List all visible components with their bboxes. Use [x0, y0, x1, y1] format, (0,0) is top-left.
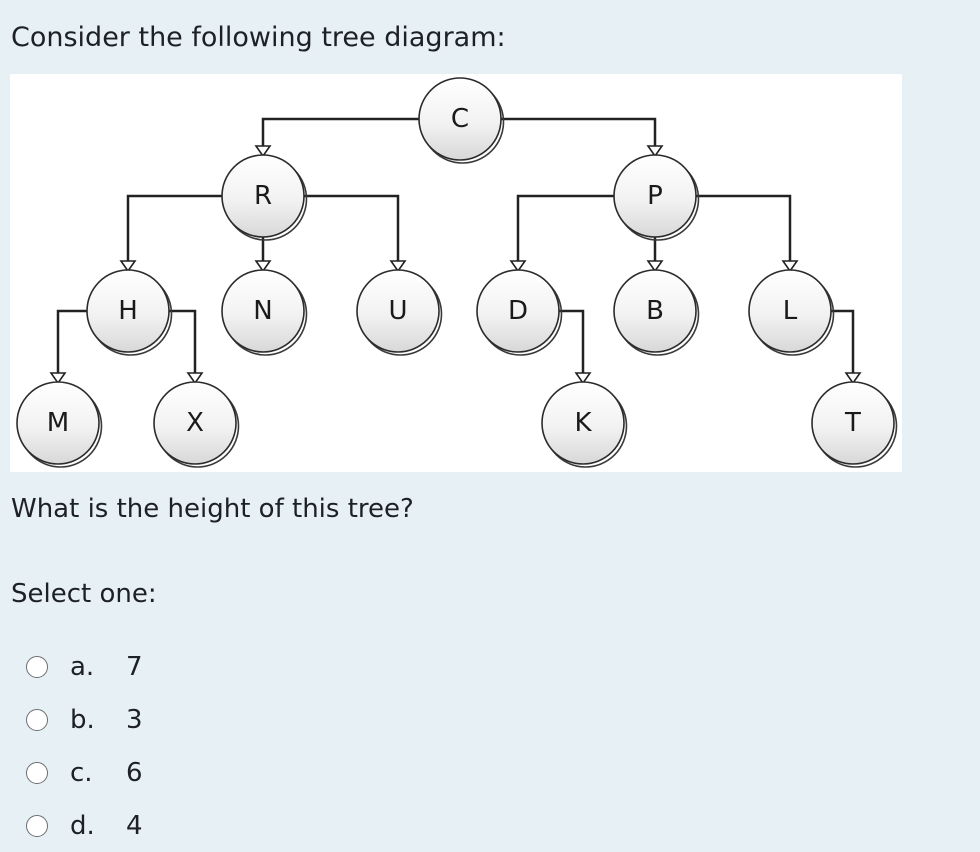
option-d-value: 4	[126, 810, 143, 841]
arrowhead-P-B	[646, 260, 664, 273]
option-b[interactable]: b. 3	[26, 693, 143, 746]
tree-node-n-circle	[221, 269, 305, 353]
tree-node-u-circle	[356, 269, 440, 353]
option-c-value: 6	[126, 757, 143, 788]
tree-node-u: U	[356, 269, 443, 356]
tree-node-k-label: K	[574, 408, 592, 438]
tree-node-r: R	[221, 154, 308, 241]
tree-node-h-label: H	[118, 296, 138, 326]
option-c-letter: c.	[70, 757, 93, 788]
question-intro: Consider the following tree diagram:	[11, 22, 506, 53]
tree-node-u-label: U	[388, 296, 407, 326]
tree-node-x-label: X	[186, 408, 204, 438]
edge-L-T	[831, 309, 855, 380]
tree-node-d-circle	[476, 269, 560, 353]
arrowhead-C-R	[254, 145, 272, 158]
arrowhead-C-P	[646, 145, 664, 158]
option-d-radio[interactable]	[26, 814, 48, 837]
tree-node-r-circle	[221, 154, 305, 238]
option-d-letter: d.	[70, 810, 95, 841]
tree-node-c-label: C	[451, 104, 469, 134]
tree-node-n-label: N	[253, 296, 272, 326]
edge-R-U	[304, 194, 400, 268]
arrowhead-R-N	[254, 260, 272, 273]
tree-node-c-circle	[418, 77, 502, 161]
tree-node-l-label: L	[783, 296, 798, 326]
arrowhead-L-T	[844, 372, 862, 385]
arrowhead-R-U	[389, 260, 407, 273]
tree-node-h: H	[86, 269, 173, 356]
option-d[interactable]: d. 4	[26, 799, 143, 852]
tree-node-t-circle	[811, 381, 895, 465]
question-prompt: What is the height of this tree?	[11, 494, 414, 524]
tree-node-p-circle	[613, 154, 697, 238]
tree-node-r-label: R	[254, 181, 272, 211]
tree-node-t-label: T	[844, 408, 861, 438]
tree-node-k-circle	[541, 381, 625, 465]
edge-R-H	[126, 194, 222, 268]
option-b-radio[interactable]	[26, 708, 48, 731]
arrowhead-P-D	[509, 260, 527, 273]
tree-node-p: P	[613, 154, 700, 241]
tree-node-k: K	[541, 381, 628, 468]
tree-node-m: M	[16, 381, 103, 468]
edge-D-K	[559, 309, 585, 380]
tree-node-m-circle	[16, 381, 100, 465]
tree-diagram-svg: C R P H N U D B L M X K T	[16, 77, 898, 468]
option-c-radio[interactable]	[26, 761, 48, 784]
tree-node-h-circle	[86, 269, 170, 353]
tree-node-n: N	[221, 269, 308, 356]
tree-node-b-label: B	[646, 296, 664, 326]
arrowhead-R-H	[119, 260, 137, 273]
tree-node-b: B	[613, 269, 700, 356]
tree-node-x-circle	[153, 381, 237, 465]
select-one-label: Select one:	[11, 579, 157, 609]
arrowhead-D-K	[574, 372, 592, 385]
tree-node-b-circle	[613, 269, 697, 353]
option-b-value: 3	[126, 704, 143, 735]
edge-H-M	[56, 309, 87, 380]
edge-P-D	[516, 194, 614, 268]
arrowhead-P-L	[781, 260, 799, 273]
tree-node-d: D	[476, 269, 563, 356]
tree-node-t: T	[811, 381, 898, 468]
tree-node-l: L	[748, 269, 835, 356]
tree-diagram: C R P H N U D B L M X K T	[10, 74, 902, 472]
tree-node-x: X	[153, 381, 240, 468]
edge-P-L	[696, 194, 792, 268]
option-a-letter: a.	[70, 651, 95, 682]
option-a-value: 7	[126, 651, 143, 682]
option-a[interactable]: a. 7	[26, 640, 143, 693]
answer-options: a. 7 b. 3 c. 6 d. 4	[26, 640, 143, 852]
option-a-radio[interactable]	[26, 655, 48, 678]
arrowhead-H-M	[49, 372, 67, 385]
tree-node-m-label: M	[47, 408, 69, 438]
tree-node-p-label: P	[647, 181, 663, 211]
tree-node-l-circle	[748, 269, 832, 353]
option-b-letter: b.	[70, 704, 95, 735]
tree-node-c: C	[418, 77, 505, 164]
tree-node-d-label: D	[508, 296, 528, 326]
option-c[interactable]: c. 6	[26, 746, 143, 799]
arrowhead-H-X	[186, 372, 204, 385]
edge-H-X	[169, 309, 197, 380]
edge-C-R	[261, 117, 419, 153]
edge-C-P	[501, 117, 657, 153]
